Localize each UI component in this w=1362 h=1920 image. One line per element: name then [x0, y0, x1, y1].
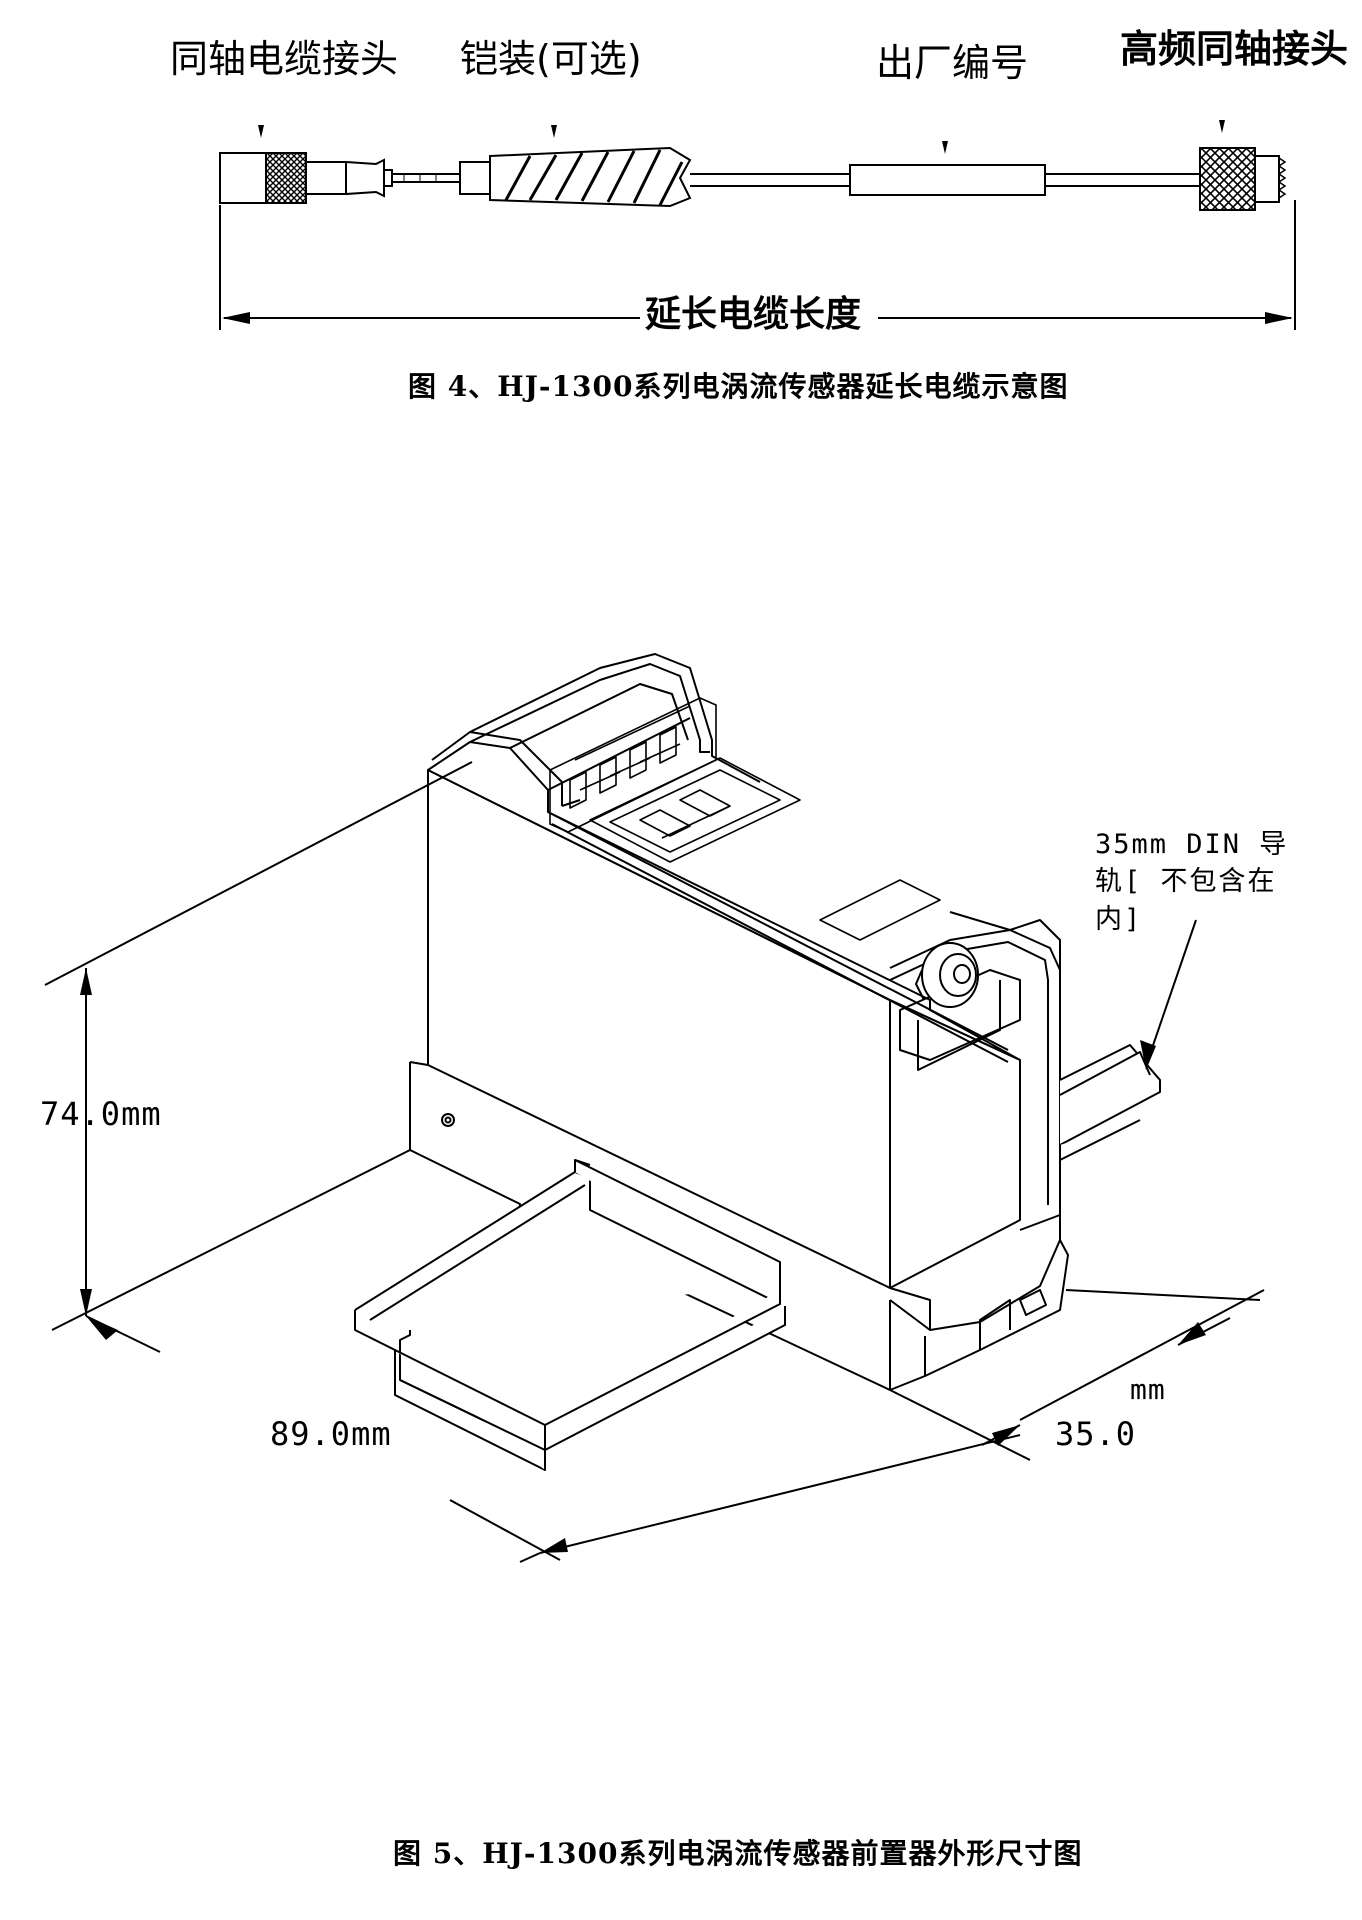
terminal-block [549, 697, 717, 833]
armor-section [489, 146, 692, 208]
right-hf-connector [1199, 147, 1287, 211]
housing-front-face [889, 999, 1021, 1289]
length-dimension-label: 89.0mm [270, 1415, 392, 1453]
height-dimension-label: 74.0mm [40, 1095, 162, 1133]
top-cover [431, 731, 581, 807]
din-mount-base [409, 1061, 1069, 1391]
cable [690, 173, 1200, 187]
din-rail-note: 35mm DIN 导轨[ 不包含在内] [1095, 829, 1289, 935]
width-dimension-unit: mm [1130, 1373, 1166, 1406]
extension-cable-drawing [219, 120, 1296, 330]
serial-number-sleeve [849, 164, 1046, 196]
bnc-connector [915, 942, 979, 1008]
width-dimension-value: 35.0 [1055, 1415, 1137, 1453]
figure-4-caption: 图 4、HJ-1300系列电涡流传感器延长电缆示意图 [408, 370, 1069, 403]
cable-length-dimension [219, 200, 1296, 330]
serial-number-label: 出厂编号 [876, 41, 1029, 85]
housing-left-face [427, 769, 891, 1289]
front-bezel [889, 929, 1061, 1231]
cable-length-label: 延长电缆长度 [645, 294, 862, 335]
figure-5-caption: 图 5、HJ-1300系列电涡流传感器前置器外形尺寸图 [393, 1837, 1083, 1870]
pointer-ticks [258, 120, 1225, 154]
coax-connector-label: 同轴电缆接头 [170, 37, 399, 81]
nameplate [589, 757, 941, 941]
hf-connector-label: 高频同轴接头 [1120, 27, 1349, 71]
left-coax-connector [219, 152, 491, 204]
armor-label: 铠装(可选) [460, 37, 642, 81]
din-rail [354, 1044, 1161, 1471]
housing-top-face [427, 741, 1021, 1061]
